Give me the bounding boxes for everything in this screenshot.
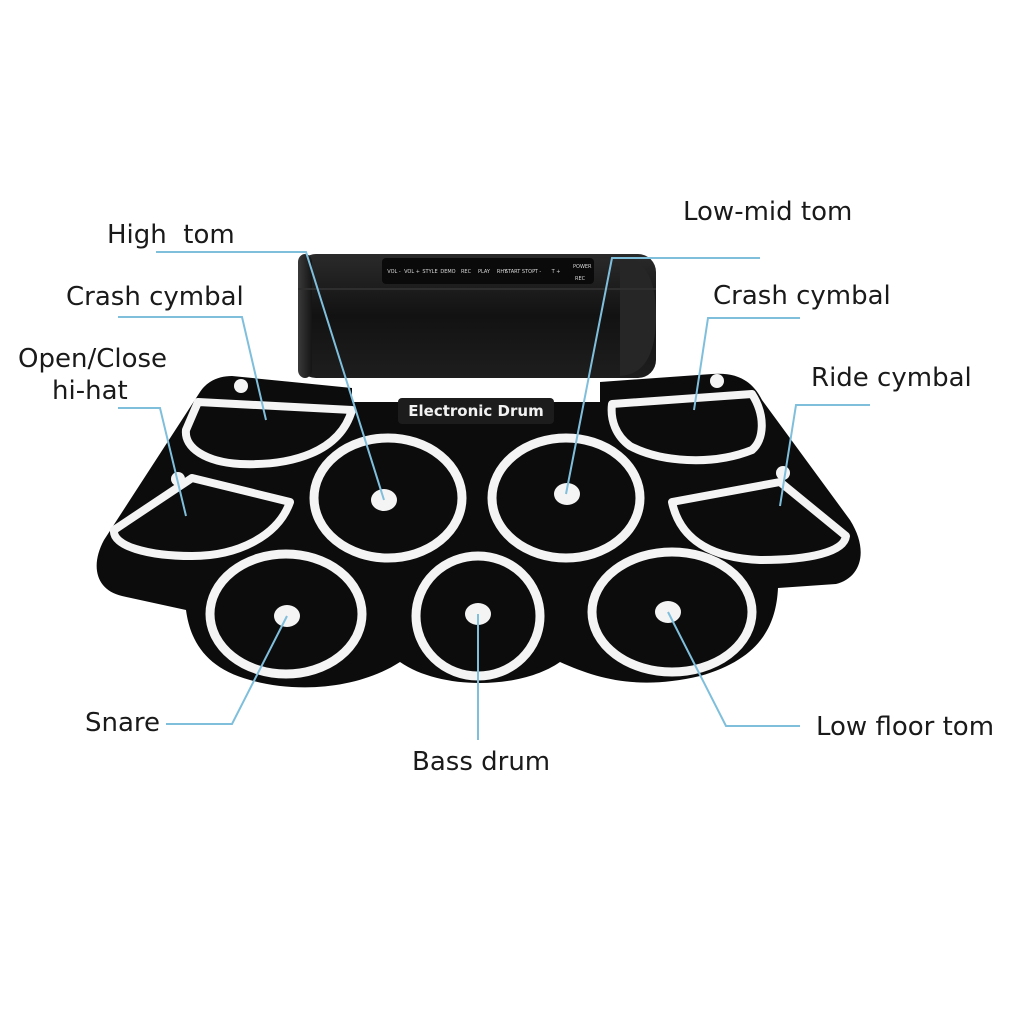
low-floor-tom-pad[interactable] (587, 547, 757, 677)
pedal-hole-ride (776, 466, 790, 480)
label-open-close: Open/Close (18, 344, 167, 374)
callouts: High tom Crash cymbal Open/Close hi-hat … (18, 197, 994, 777)
low-mid-tom-pad[interactable] (487, 433, 645, 563)
control-button-vol[interactable]: VOL + (404, 269, 420, 275)
control-button-demo[interactable]: DEMO (440, 269, 455, 275)
brand-label: Electronic Drum (408, 402, 543, 420)
box-seam (298, 288, 656, 290)
leader-low-mid-tom (565, 257, 760, 495)
leader-high-tom (156, 251, 385, 501)
drum-pad: Electronic Drum (96, 373, 861, 688)
control-button-vol[interactable]: VOL - (387, 269, 401, 275)
hihat-pedal-hole-left (234, 379, 248, 393)
control-button-t[interactable]: T - (534, 269, 542, 275)
control-panel (382, 258, 594, 284)
label-high-tom: High tom (107, 220, 235, 250)
crash-cymbal-left-pad[interactable] (181, 398, 356, 469)
leader-floor-tom (667, 611, 800, 727)
control-button-t[interactable]: T + (551, 269, 561, 275)
control-button-start-stop[interactable]: START STOP (505, 269, 535, 275)
leader-hihat (118, 407, 187, 517)
brand-badge (398, 398, 554, 424)
speaker-left-cap (298, 254, 312, 378)
label-bass-drum: Bass drum (412, 747, 550, 777)
control-button-rec[interactable]: REC (461, 269, 472, 275)
speaker-right-cap (620, 256, 656, 376)
leader-lines (118, 251, 870, 740)
label-snare: Snare (85, 708, 160, 738)
label-ride-cymbal: Ride cymbal (811, 363, 972, 393)
speaker-box (298, 254, 656, 378)
leader-snare (166, 615, 288, 725)
label-hihat: hi-hat (52, 376, 128, 406)
open-close-hihat-pad[interactable] (110, 474, 294, 560)
label-low-mid-tom: Low-mid tom (683, 197, 852, 227)
leader-ride (779, 404, 870, 507)
control-button-rhy[interactable]: RHY (497, 269, 508, 275)
leader-crash-left (118, 316, 267, 421)
label-crash-cymbal-left: Crash cymbal (66, 282, 244, 312)
control-button-style[interactable]: STYLE (422, 269, 437, 275)
power-label: POWER (573, 264, 592, 270)
label-low-floor-tom: Low floor tom (816, 712, 994, 742)
control-button-play[interactable]: PLAY (478, 269, 491, 275)
pedal-hole-right (710, 374, 724, 388)
crash-cymbal-right-pad[interactable] (607, 390, 766, 465)
label-crash-cymbal-right: Crash cymbal (713, 281, 891, 311)
ride-cymbal-pad[interactable] (668, 478, 850, 564)
leader-crash-right (693, 317, 800, 411)
power-rec-label: REC (575, 276, 586, 282)
high-tom-pad[interactable] (309, 433, 467, 563)
snare-pad[interactable] (205, 549, 367, 679)
